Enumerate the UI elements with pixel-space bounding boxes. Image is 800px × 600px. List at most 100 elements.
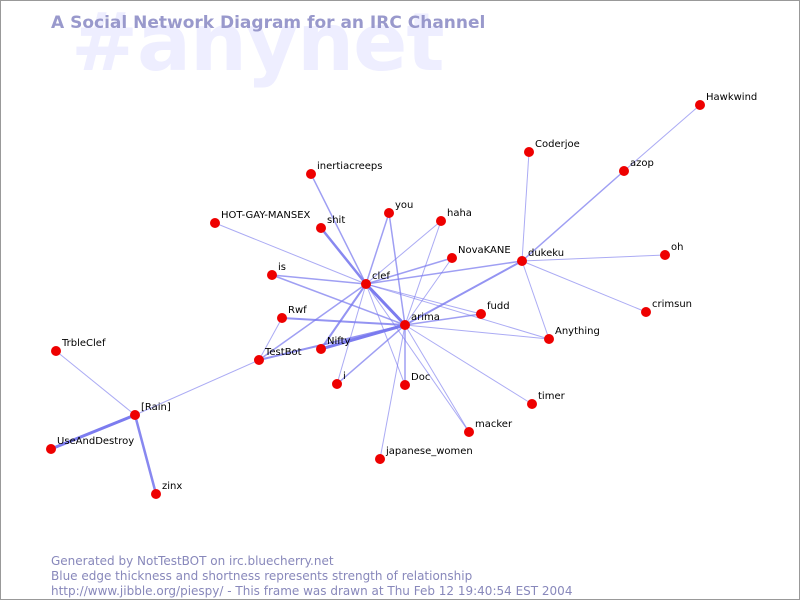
node-UseAndDestroy: UseAndDestroy [46,436,134,454]
node-NovaKANE: NovaKANE [447,245,511,263]
edge-Coderjoe-dukeku [521,151,530,262]
node-dot [316,223,326,233]
node-HOT-GAY-MANSEX: HOT-GAY-MANSEX [210,210,311,228]
node-label: shit [327,215,345,226]
node-dot [527,399,537,409]
node-Nifty: Nifty [316,336,351,354]
node-i: i [332,371,346,389]
edge-Rain-UseAndDestroy [50,413,136,451]
node-dot [306,169,316,179]
node-dot [544,334,554,344]
node-dot [660,250,670,260]
node-dot [384,208,394,218]
edge-Rwf-arima [281,317,406,326]
edge-clef-fudd [365,283,482,315]
node-label: timer [538,391,566,402]
node-dot [641,307,651,317]
node-dot [476,309,486,319]
node-dot [46,444,56,454]
edge-arima-TestBot [258,324,406,361]
node-macker: macker [464,419,513,437]
edge-is-clef [271,274,367,285]
node-label: Doc [411,372,430,383]
node-label: Hawkwind [706,92,757,103]
diagram-title: A Social Network Diagram for an IRC Chan… [51,13,486,33]
node-dot [375,454,385,464]
edge-arima-i [336,324,406,385]
node-fudd: fudd [476,301,510,319]
node-label: dukeku [528,248,564,259]
node-dot [51,346,61,356]
node-label: TestBot [264,347,302,358]
edge-dukeku-crimsun [521,260,647,313]
edge-TestBot-Rain [134,359,260,416]
node-Hawkwind: Hawkwind [695,92,757,110]
node-Anything: Anything [544,326,600,344]
node-TrbleClef: TrbleClef [51,338,106,356]
edge-clef-macker [365,283,470,433]
node-dukeku: dukeku [517,248,564,266]
node-dot [400,380,410,390]
node-label: [Rain] [141,402,171,413]
edge-you-clef [365,212,390,285]
node-is: is [267,262,286,280]
node-clef: clef [361,271,390,289]
edge-dukeku-clef [365,260,523,285]
node-you: you [384,200,413,218]
edge-haha-clef [365,220,442,285]
edge-HOT-GAY-MANSEX-clef [214,222,367,285]
edge-clef-Doc [365,283,406,386]
node-timer: timer [527,391,566,409]
node-haha: haha [436,208,472,226]
node-dot [517,256,527,266]
node-label: zinx [162,481,182,492]
node-dot [277,313,287,323]
edge-NovaKANE-arima [404,257,453,326]
footer-legend-note: Blue edge thickness and shortness repres… [51,569,473,583]
edge-Hawkwind-azop [623,104,701,172]
node-TestBot: TestBot [254,347,302,365]
edge-Rwf-TestBot [258,317,283,361]
node-label: Coderjoe [535,139,580,150]
edge-azop-dukeku [521,170,625,262]
node-label: oh [671,242,683,253]
footer-timestamp: http://www.jibble.org/piespy/ - This fra… [51,584,573,598]
node-dot [400,320,410,330]
footer: Generated by NotTestBOT on irc.bluecherr… [51,554,572,599]
edge-dukeku-arima [404,260,523,326]
node-label: macker [475,419,513,430]
node-dot [267,270,277,280]
node-label: arima [411,312,440,323]
node-dot [619,166,629,176]
edge-dukeku-Anything [521,260,550,340]
node-dot [210,218,220,228]
node-japanese_women: japanese_women [375,446,473,464]
edge-TrbleClef-Rain [55,350,136,416]
node-dot [436,216,446,226]
node-label: haha [447,208,472,219]
node-label: TrbleClef [61,338,106,349]
node-dot [447,253,457,263]
edge-clef-Anything [365,283,550,340]
node-label: UseAndDestroy [57,436,134,447]
node-label: fudd [487,301,510,312]
node-zinx: zinx [151,481,182,499]
node-label: crimsun [652,299,692,310]
node-label: inertiacreeps [317,161,382,172]
node-label: Rwf [288,305,307,316]
node-Rwf: Rwf [277,305,307,323]
node-label: NovaKANE [458,245,511,256]
node-crimsun: crimsun [641,299,692,317]
node-label: azop [630,158,654,169]
node-label: you [395,200,413,211]
edge-arima-timer [404,324,533,405]
edge-clef-arima [364,282,407,327]
node-arima: arima [400,312,440,330]
edge-clef-Nifty [320,283,367,350]
footer-generated-by: Generated by NotTestBOT on irc.bluecherr… [51,554,334,568]
node-shit: shit [316,215,345,233]
node-dot [316,344,326,354]
